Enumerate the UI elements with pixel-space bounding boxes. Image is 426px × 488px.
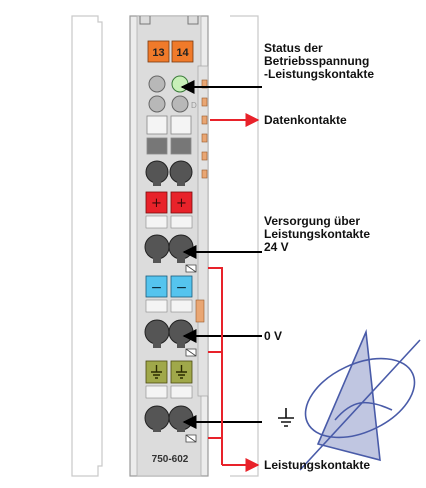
led-13 [148, 75, 166, 93]
plus-field-right [170, 191, 193, 214]
label-datenkontakte: Datenkontakte [264, 114, 347, 127]
label-leistungskontakte-text: Leistungskontakte [264, 458, 371, 472]
bracket-leistungskontakte [208, 267, 223, 465]
plus-field-left [145, 191, 168, 214]
label-versorgung-line-3: 24 V [264, 240, 289, 254]
label-leistungskontakte: Leistungskontakte [264, 459, 370, 472]
led-labels: 13 14 [147, 40, 194, 63]
minus-sign-right: − [176, 280, 188, 296]
data-contacts [201, 79, 208, 179]
label-status-line-2: Betriebsspannung [264, 54, 370, 68]
led-slot-a [148, 95, 166, 113]
minus-fields: − − [145, 275, 205, 323]
power-contact-markers [185, 264, 197, 443]
plus-sign-left: + [151, 196, 162, 211]
frame-outline [71, 15, 259, 477]
svg-text:D: D [191, 101, 197, 110]
label-zero-v-text: 0 V [264, 329, 283, 343]
label-status-line-3: -Leistungskontakte [264, 67, 375, 81]
label-versorgung-line-1: Versorgung über [264, 214, 361, 228]
led-slot-b [171, 95, 189, 113]
label-versorgung-line-2: Leistungskontakte [264, 227, 371, 241]
plus-fields: + + [145, 191, 193, 229]
label-zero-v: 0 V [264, 330, 282, 343]
minus-sign-left: − [151, 280, 163, 296]
label-versorgung: Versorgung über Leistungskontakte 24 V [264, 215, 370, 254]
ground-symbol-icon [278, 408, 294, 427]
led-label-13-text: 13 [152, 47, 164, 59]
minus-field-left [145, 275, 168, 298]
led-label-14 [171, 40, 194, 63]
model-number: 750-602 [152, 454, 189, 465]
label-datenkontakte-text: Datenkontakte [264, 113, 347, 127]
watermark-logo-icon [299, 328, 421, 471]
led-label-13 [147, 40, 170, 63]
minus-field-right [170, 275, 193, 298]
annotation-arrows [180, 80, 262, 472]
clamp-pair-1 [145, 160, 193, 186]
led-label-14-text: 14 [176, 47, 189, 59]
led-14-green [171, 75, 189, 93]
plus-sign-right: + [176, 196, 187, 211]
clamp-pair-4 [144, 405, 194, 432]
label-status-line-1: Status der [264, 41, 323, 55]
label-status: Status der Betriebsspannung -Leistungsko… [264, 42, 374, 81]
marker-fields-top [146, 115, 192, 155]
ground-fields [145, 360, 193, 399]
